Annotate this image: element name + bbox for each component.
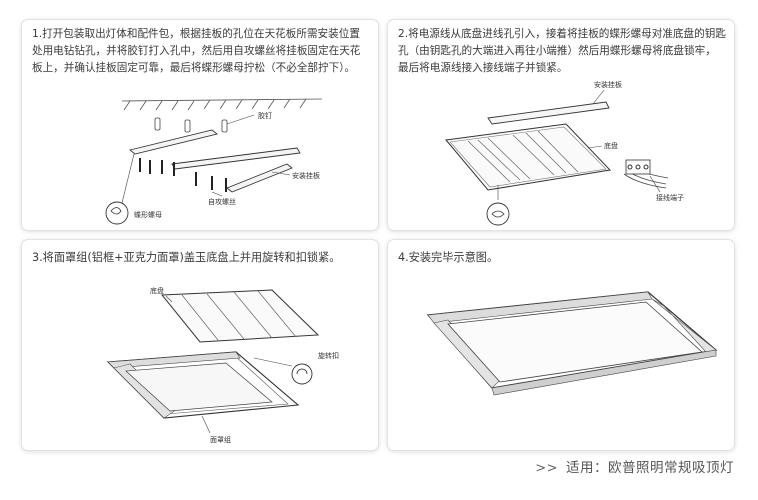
wingnut-icon [110,207,122,215]
chassis-ribs [467,130,579,183]
acrylic-cover [125,362,273,412]
label-anchor: 胶钉 [258,111,272,120]
chassis-ribs [181,290,297,341]
footer-text: 适用：欧普照明常规吸顶灯 [566,460,734,476]
rotate-clip-icon [296,368,308,375]
label-plate: 安装挂板 [292,171,320,180]
label-cover: 面罩组 [210,435,231,444]
label-screw: 自攻螺丝 [208,197,236,206]
anchor-icons [154,117,228,133]
step-4-illustration [426,291,718,396]
step-3-text: 3.将面罩组(铝框+亚克力面罩)盖玉底盘上并用旋转和扣锁紧。 [32,251,341,264]
frame-edge [491,349,717,396]
label-plate: 安装挂板 [594,80,622,89]
label-chassis: 底盘 [604,141,618,150]
mounting-plate-right [226,163,293,193]
ceiling-hatch [121,98,323,111]
step-4-panel: 4.安装完毕示意图。 [388,240,734,450]
step-1-illustration: 胶钉 安装挂板 自攻螺丝 蝶形螺母 [105,98,323,225]
step-4-text: 4.安装完毕示意图。 [398,251,499,264]
footer-note: >> 适用：欧普照明常规吸顶灯 [535,456,734,476]
label-rotate: 旋转扣 [318,351,339,360]
label-terminal: 接线端子 [656,193,684,202]
step-2-text: 2.将电源线从底盘进线孔引入，接着将挂板的蝶形螺母对准底盘的钥匙孔（由钥匙孔的大… [398,28,726,74]
chassis [445,123,612,191]
step-3-illustration: 底盘 旋转扣 面罩组 [106,286,339,444]
finished-lamp-cover [447,301,703,383]
mounting-plate-left [129,129,218,155]
step-3-panel: 3.将面罩组(铝框+亚克力面罩)盖玉底盘上并用旋转和扣锁紧。 底盘 旋转扣 面罩… [22,240,378,450]
mounting-plate [487,101,610,125]
keyhole-icon [491,210,505,218]
label-wingnut: 蝶形螺母 [134,210,162,219]
double-chevron-icon: >> [535,461,558,476]
screw-icons [139,158,227,192]
rotate-clip-callout [291,363,313,385]
chassis [160,289,320,343]
cover-pattern-top [107,351,241,369]
step-1-text: 1.打开包装取出灯体和配件包，根据挂板的孔位在天花板所需安装位置处用电钻钻孔，并… [32,28,361,74]
label-chassis: 底盘 [150,286,164,295]
step-2-illustration: 安装挂板 底盘 接线端子 [445,80,684,226]
step-2-panel: 2.将电源线从底盘进线孔引入，接着将挂板的蝶形螺母对准底盘的钥匙孔（由钥匙孔的大… [388,20,734,230]
step-1-panel: 1.打开包装取出灯体和配件包，根据挂板的孔位在天花板所需安装位置处用电钻钻孔，并… [22,20,378,230]
mounting-plate-mid [171,147,301,170]
